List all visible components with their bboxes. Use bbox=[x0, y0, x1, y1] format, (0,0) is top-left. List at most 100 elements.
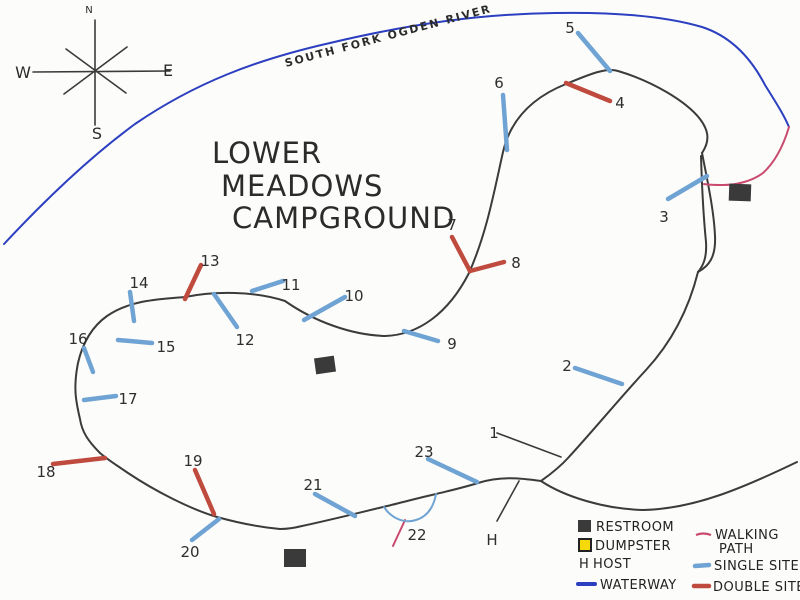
campsite-6: 6 bbox=[494, 74, 510, 153]
legend-double-site-label: DOUBLE SITE bbox=[713, 580, 800, 595]
site-9-label: 9 bbox=[447, 335, 457, 353]
site-6-marker bbox=[500, 92, 510, 153]
site-11-marker bbox=[249, 278, 286, 294]
site-21-marker bbox=[312, 491, 358, 519]
site-11-label: 11 bbox=[281, 276, 300, 294]
campsite-8: 8 bbox=[467, 254, 521, 274]
site-18-marker bbox=[50, 455, 108, 467]
river-label: SOUTH FORK OGDEN RIVER bbox=[283, 2, 493, 70]
legend-dumpster-icon bbox=[578, 538, 592, 552]
site-21-label: 21 bbox=[303, 476, 322, 494]
loop-road bbox=[184, 69, 709, 337]
host-marker-label: H bbox=[486, 531, 497, 549]
loop-road-right-descent bbox=[540, 271, 699, 482]
site-15-label: 15 bbox=[156, 338, 175, 356]
legend-dumpster-label: DUMPSTER bbox=[595, 539, 671, 554]
campsite-4: 4 bbox=[563, 80, 625, 112]
site-9-marker bbox=[401, 328, 441, 344]
site-2-marker bbox=[572, 365, 625, 387]
walking-path-river bbox=[703, 126, 790, 186]
site-5-label: 5 bbox=[565, 19, 575, 37]
campsite-23: 23 bbox=[414, 443, 480, 485]
campsite-11: 11 bbox=[249, 276, 301, 294]
river-waterway bbox=[3, 11, 790, 245]
parking-spur-inner bbox=[697, 155, 708, 273]
site-1-marker bbox=[496, 432, 562, 458]
site-8-marker bbox=[467, 259, 507, 274]
legend-restroom-label: RESTROOM bbox=[596, 520, 674, 535]
site-13-label: 13 bbox=[200, 252, 219, 270]
compass-south-label: S bbox=[92, 124, 102, 143]
legend-waterway-label: WATERWAY bbox=[600, 578, 677, 593]
site-18-label: 18 bbox=[36, 463, 55, 481]
campsite-19: 19 bbox=[183, 452, 217, 517]
site-3-marker bbox=[665, 173, 710, 202]
campsite-7: 7 bbox=[447, 216, 473, 274]
campsite-20: 20 bbox=[180, 516, 222, 561]
legend-single-site-label: SINGLE SITE bbox=[714, 559, 799, 574]
campsite-1: 1 bbox=[489, 424, 562, 458]
campsite-22: 22 bbox=[383, 493, 437, 544]
site-8-label: 8 bbox=[511, 254, 521, 272]
campsite-14: 14 bbox=[127, 274, 149, 324]
title-line-1: LOWER bbox=[212, 136, 322, 170]
legend-host-label: HOST bbox=[593, 557, 631, 572]
site-3-label: 3 bbox=[659, 208, 669, 226]
site-19-label: 19 bbox=[183, 452, 202, 470]
site-22-marker bbox=[383, 493, 437, 523]
legend-walking-label-line1: WALKING bbox=[715, 528, 779, 543]
site-17-label: 17 bbox=[118, 390, 137, 408]
site-10-label: 10 bbox=[344, 287, 363, 305]
site-23-label: 23 bbox=[414, 443, 433, 461]
campsite-17: 17 bbox=[81, 390, 138, 408]
site-15-marker bbox=[115, 337, 155, 346]
site-4-marker bbox=[563, 80, 613, 104]
site-2-label: 2 bbox=[562, 357, 572, 375]
legend-restroom-icon bbox=[578, 520, 591, 532]
site-20-label: 20 bbox=[180, 543, 199, 561]
compass-north-label: N bbox=[85, 5, 92, 16]
restroom-square-center bbox=[313, 355, 337, 375]
legend-walking-label-line2: PATH bbox=[719, 542, 754, 557]
site-10-marker bbox=[301, 294, 348, 323]
loop-road-bottom-and-left bbox=[74, 296, 542, 530]
site-12-marker bbox=[211, 291, 240, 330]
legend-single-site-icon bbox=[692, 562, 712, 569]
campsite-18: 18 bbox=[36, 455, 108, 481]
host-spur-road bbox=[496, 480, 520, 522]
walking-path-site-22 bbox=[392, 519, 406, 547]
site-23-marker bbox=[425, 456, 480, 485]
campsite-15: 15 bbox=[115, 337, 176, 356]
site-14-label: 14 bbox=[129, 274, 148, 292]
restroom-square-south bbox=[284, 549, 306, 567]
campsite-2: 2 bbox=[562, 357, 625, 387]
campsite-13: 13 bbox=[182, 252, 220, 302]
title-line-2: MEADOWS bbox=[221, 169, 383, 203]
site-1-label: 1 bbox=[489, 424, 499, 442]
site-17-marker bbox=[81, 393, 119, 403]
site-7-marker bbox=[449, 234, 473, 274]
site-16-label: 16 bbox=[68, 330, 87, 348]
title-line-3: CAMPGROUND bbox=[232, 201, 455, 235]
site-20-marker bbox=[189, 516, 222, 543]
map-title: LOWER MEADOWS CAMPGROUND bbox=[212, 136, 455, 235]
campsite-10: 10 bbox=[301, 287, 364, 323]
compass-rose: N W E S bbox=[15, 5, 173, 143]
site-12-label: 12 bbox=[235, 331, 254, 349]
entrance-road bbox=[540, 461, 798, 511]
site-22-label: 22 bbox=[407, 526, 426, 544]
site-4-label: 4 bbox=[615, 94, 625, 112]
campsite-16: 16 bbox=[68, 330, 96, 375]
site-19-marker bbox=[192, 467, 217, 517]
legend-walking-path-icon bbox=[695, 532, 712, 537]
campsite-21: 21 bbox=[303, 476, 358, 519]
site-16-marker bbox=[81, 345, 96, 375]
site-14-marker bbox=[127, 289, 137, 324]
site-7-label: 7 bbox=[447, 216, 457, 234]
compass-west-label: W bbox=[15, 63, 31, 82]
site-6-label: 6 bbox=[494, 74, 504, 92]
campsite-12: 12 bbox=[211, 291, 255, 349]
compass-east-label: E bbox=[163, 61, 173, 80]
